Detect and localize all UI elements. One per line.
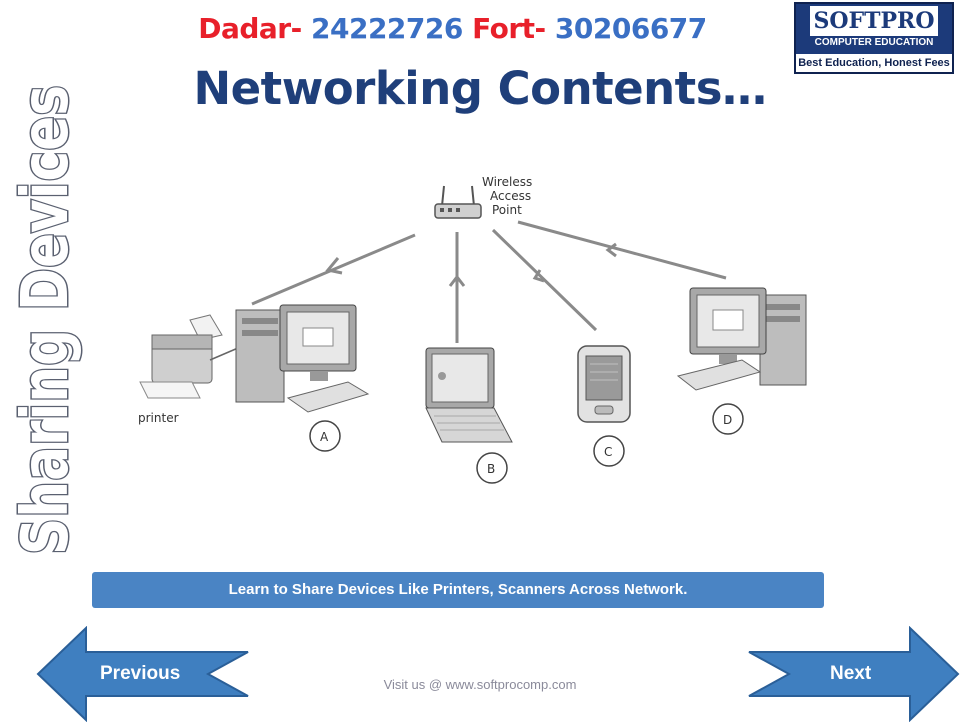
laptop-b-icon (425, 347, 513, 443)
contact-line: Dadar- 24222726 Fort- 30206677 (0, 12, 905, 45)
node-b-circle (476, 452, 508, 484)
next-arrow-icon (748, 626, 960, 722)
footer-link[interactable]: Visit us @ www.softprocomp.com (383, 677, 577, 692)
printer-label: printer (138, 411, 179, 425)
previous-label: Previous (100, 663, 181, 684)
desktop-a-icon (235, 304, 370, 413)
dadar-phone: 24222726 (311, 12, 463, 45)
next-button[interactable]: Next (745, 626, 960, 722)
fort-label: Fort- (472, 12, 546, 45)
ap-label-2: Access (490, 189, 531, 203)
node-c-circle (593, 435, 625, 467)
side-title: Sharing Devices (0, 0, 100, 720)
node-c-label: C (604, 445, 612, 459)
node-d-circle (712, 403, 744, 435)
side-title-text: Sharing Devices (9, 85, 83, 555)
desktop-d-icon (676, 287, 807, 391)
printer-icon (139, 314, 239, 399)
node-d-label: D (723, 413, 732, 427)
page-title: Networking Contents… (193, 62, 767, 115)
fort-phone: 30206677 (554, 12, 707, 45)
pda-c-icon (577, 345, 631, 423)
connection-lines (251, 220, 727, 343)
softpro-logo: SOFTPRO COMPUTER EDUCATION Best Educatio… (794, 2, 954, 74)
previous-arrow-icon (36, 626, 249, 722)
ap-label-1: Wireless (482, 175, 532, 189)
node-a-circle (309, 420, 341, 452)
previous-button[interactable]: Previous (36, 626, 252, 722)
next-label: Next (830, 663, 872, 684)
ap-label-3: Point (492, 203, 522, 217)
node-a-label: A (320, 430, 329, 444)
network-diagram: Wireless Access Point printer A (130, 160, 830, 500)
access-point-icon (434, 185, 482, 219)
node-b-label: B (487, 462, 495, 476)
logo-tagline: Best Education, Honest Fees (796, 54, 952, 72)
logo-subtitle: COMPUTER EDUCATION (814, 37, 934, 48)
dadar-label: Dadar- (198, 12, 302, 45)
info-banner: Learn to Share Devices Like Printers, Sc… (92, 572, 824, 608)
logo-brand: SOFTPRO (810, 6, 938, 36)
